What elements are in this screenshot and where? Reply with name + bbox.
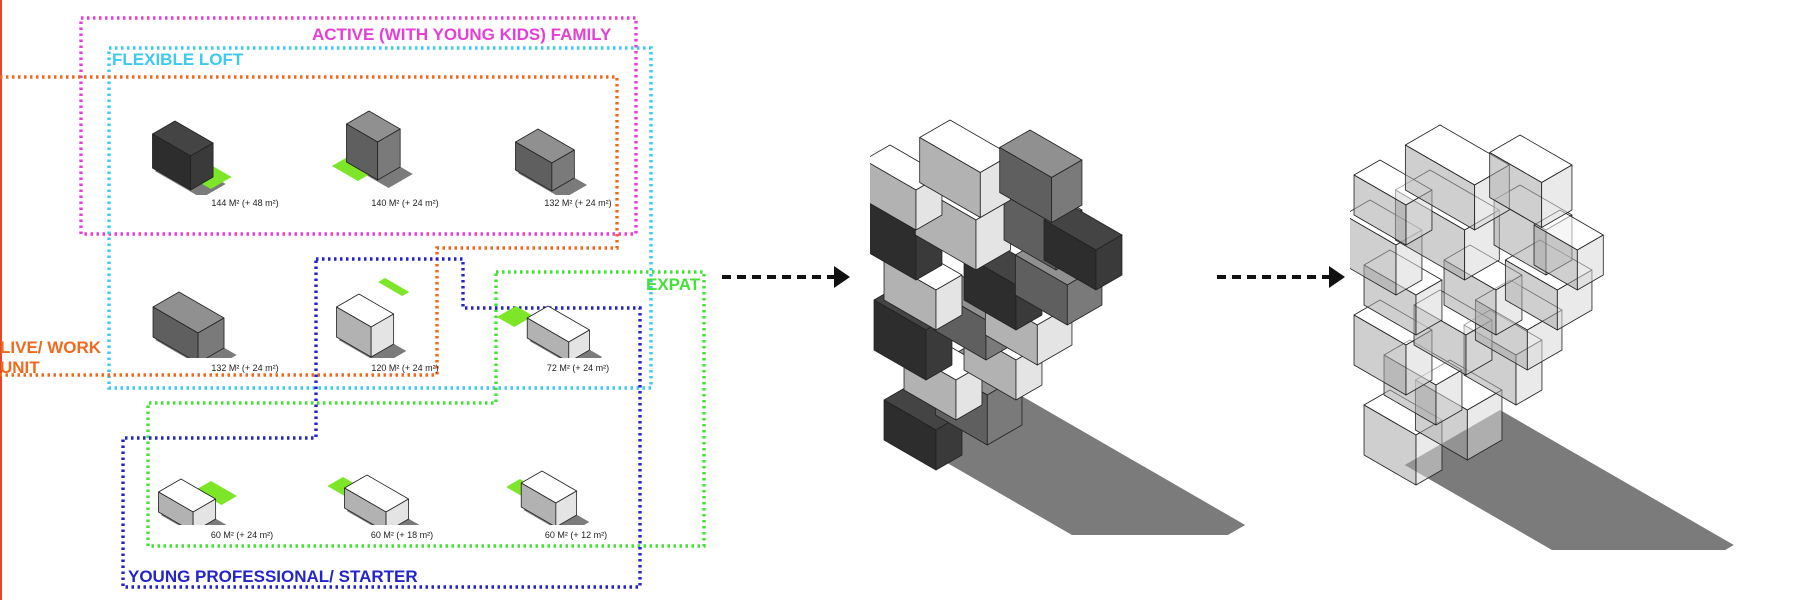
live-work-boundary bbox=[0, 75, 619, 377]
flexible-loft-label: FLEXIBLE LOFT bbox=[112, 50, 244, 69]
unit-area-label: 132 M² (+ 24 m²) bbox=[211, 363, 279, 373]
active-family-boundary bbox=[79, 16, 638, 236]
young-professional-label: YOUNG PROFESSIONAL/ STARTER bbox=[128, 567, 418, 586]
block-side-face bbox=[197, 317, 225, 358]
flexible-loft-boundary bbox=[107, 46, 653, 390]
block-side-face bbox=[935, 274, 963, 331]
block-side-face bbox=[377, 128, 401, 181]
live-work-label-line1: LIVE/ WORK bbox=[0, 338, 102, 357]
stacked-massing-opaque bbox=[870, 119, 1246, 535]
terrace-patch bbox=[498, 306, 534, 327]
block-side-face bbox=[1576, 234, 1604, 291]
block-side-face bbox=[1095, 234, 1123, 291]
unit-block bbox=[158, 478, 237, 525]
block-side-face bbox=[568, 329, 590, 358]
unit-block bbox=[336, 278, 410, 358]
block-side-face bbox=[385, 498, 409, 525]
dashed-arrow-icon bbox=[722, 266, 850, 288]
dashed-arrow-icon bbox=[1217, 266, 1345, 288]
expat-boundary bbox=[146, 270, 706, 548]
block-side-face bbox=[1435, 369, 1463, 426]
unit-block bbox=[331, 110, 413, 188]
block-side-face bbox=[551, 149, 575, 192]
young-professional-boundary bbox=[121, 257, 642, 589]
unit-area-label: 60 M² (+ 12 m²) bbox=[544, 530, 608, 540]
stacked-massing-translucent bbox=[1350, 124, 1734, 550]
unit-area-label: 72 M² (+ 24 m²) bbox=[546, 363, 610, 373]
expat-label: EXPAT bbox=[646, 275, 701, 294]
terrace-patch bbox=[331, 155, 377, 181]
block-side-face bbox=[1466, 389, 1503, 461]
live-work-label-line2: UNIT bbox=[0, 358, 40, 377]
terrace-patch bbox=[195, 481, 237, 505]
unit-area-label: 60 M² (+ 24 m²) bbox=[210, 530, 274, 540]
block-side-face bbox=[192, 498, 217, 525]
unit-area-label: 132 M² (+ 24 m²) bbox=[544, 198, 612, 208]
unit-block bbox=[506, 470, 590, 525]
unit-block bbox=[327, 474, 420, 525]
block-side-face bbox=[555, 490, 578, 525]
block-side-face bbox=[1051, 159, 1083, 223]
terrace-patch bbox=[378, 278, 410, 296]
block-side-face bbox=[1415, 279, 1443, 336]
block-side-face bbox=[190, 142, 214, 191]
unit-block bbox=[152, 291, 237, 358]
unit-block bbox=[515, 128, 588, 195]
unit-area-label: 120 M² (+ 24 m²) bbox=[371, 363, 439, 373]
block-side-face bbox=[370, 313, 395, 358]
unit-block bbox=[498, 305, 603, 358]
active-family-label: ACTIVE (WITH YOUNG KIDS) FAMILY bbox=[312, 25, 612, 44]
block-side-face bbox=[1541, 164, 1573, 228]
unit-area-label: 60 M² (+ 18 m²) bbox=[370, 530, 434, 540]
unit-area-label: 140 M² (+ 24 m²) bbox=[371, 198, 439, 208]
unit-block bbox=[152, 120, 232, 195]
unit-area-label: 144 M² (+ 48 m²) bbox=[211, 198, 279, 208]
